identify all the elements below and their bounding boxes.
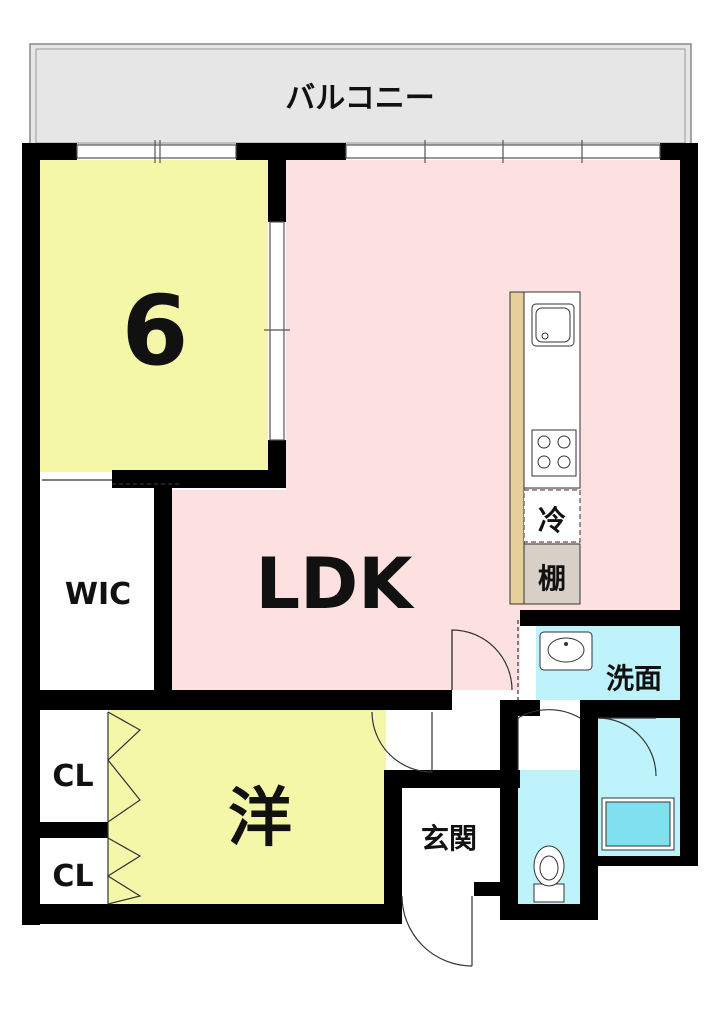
kitchen-counter xyxy=(509,291,525,605)
cl-bottom-fill xyxy=(40,838,106,904)
sink-icon xyxy=(531,303,575,347)
stove-icon xyxy=(531,429,577,477)
balcony: バルコニー xyxy=(29,43,692,149)
yo-fill xyxy=(108,710,386,906)
balcony-label: バルコニー xyxy=(285,81,434,116)
kitchen xyxy=(509,291,581,605)
yo-label: 洋 xyxy=(228,782,292,856)
doors xyxy=(42,479,657,967)
room-6-fill xyxy=(40,160,268,472)
wic-label: WIC xyxy=(65,577,131,612)
ldk-label: LDK xyxy=(256,543,416,625)
closet-top-label: CL xyxy=(52,759,93,794)
cl-top-fill xyxy=(40,710,106,822)
fridge-space xyxy=(523,489,581,543)
genkan-label: 玄関 xyxy=(421,822,477,855)
closet-doors xyxy=(106,711,142,905)
bathtub-icon xyxy=(601,797,675,851)
fridge-label: 冷 xyxy=(538,504,566,537)
room-6-label: 6 xyxy=(122,275,189,387)
wash-basin-icon xyxy=(539,631,593,671)
walls xyxy=(22,143,698,925)
genkan-fill xyxy=(400,790,496,880)
wic-fill xyxy=(40,490,154,690)
toilet-icon xyxy=(533,845,565,903)
senmen-label: 洗面 xyxy=(606,662,662,695)
windows xyxy=(76,140,661,441)
shelf-label: 棚 xyxy=(538,562,566,595)
closet-bottom-label: CL xyxy=(52,859,93,894)
shelf-space xyxy=(523,543,581,605)
